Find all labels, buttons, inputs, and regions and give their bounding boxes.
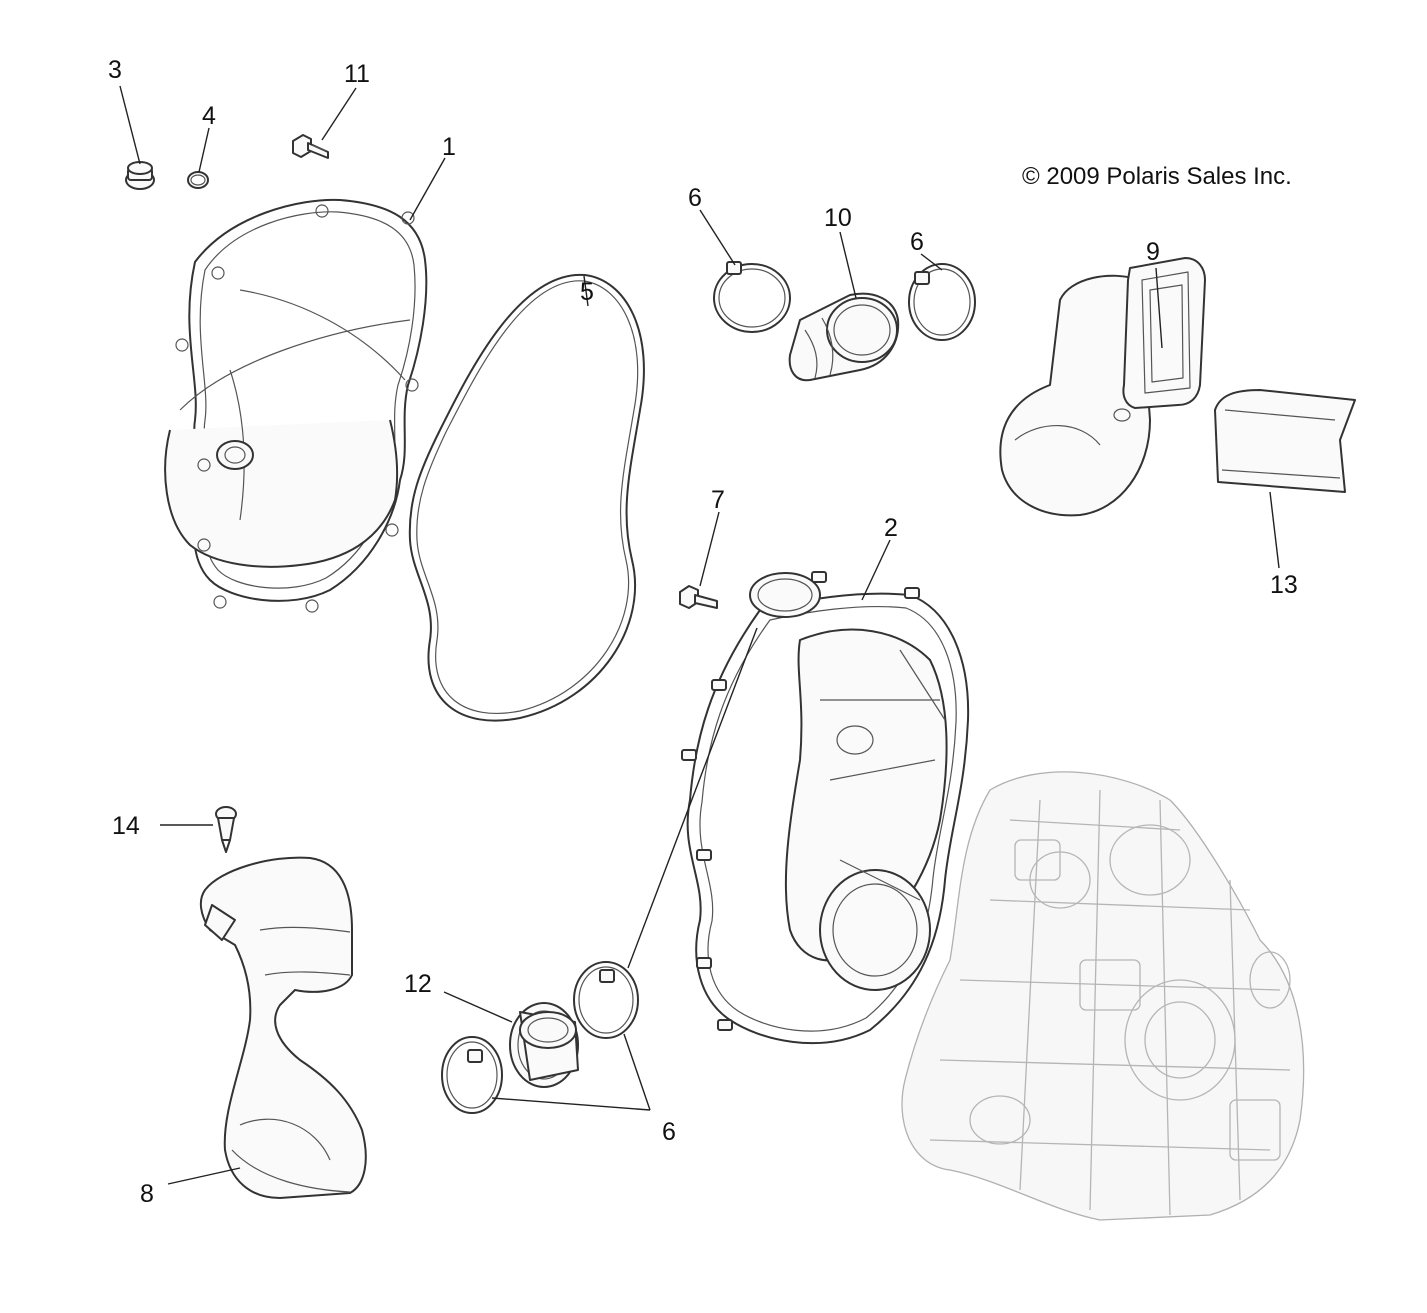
callout-2: 2 (884, 514, 898, 542)
callout-5: 5 (580, 278, 594, 306)
callout-8: 8 (140, 1180, 154, 1208)
part-6-clamp-upper-left (713, 261, 791, 333)
callout-10: 10 (824, 204, 852, 232)
part-9-intake-duct (999, 257, 1206, 517)
part-4-o-ring (187, 171, 209, 189)
part-10-duct-coupler (788, 292, 900, 382)
callout-14: 14 (112, 812, 140, 840)
callout-4: 4 (202, 102, 216, 130)
callout-6-lower: 6 (662, 1118, 676, 1146)
part-6-clamp-upper-right (908, 263, 976, 341)
callout-12: 12 (404, 970, 432, 998)
part-13-duct-cap (1214, 389, 1356, 493)
copyright-text: © 2009 Polaris Sales Inc. (1022, 163, 1292, 190)
callout-13: 13 (1270, 571, 1298, 599)
callout-11: 11 (344, 60, 370, 88)
callout-3: 3 (108, 56, 122, 84)
part-14-push-rivet (215, 806, 237, 853)
callout-1: 1 (442, 133, 456, 161)
part-6-clamp-lower-left (441, 1036, 503, 1114)
part-3-drain-plug (125, 161, 155, 190)
part-12-coupler-ring (509, 1002, 579, 1088)
callout-6-upper-left: 6 (688, 184, 702, 212)
callout-labels: 3 4 11 1 5 6 10 6 9 13 7 2 14 12 6 8 (108, 56, 1298, 1208)
part-6-clamp-lower-right (573, 961, 639, 1039)
callout-9: 9 (1146, 238, 1160, 266)
part-11-screw (292, 134, 329, 159)
callout-7: 7 (711, 486, 725, 514)
engine-reference-ghost (901, 771, 1305, 1221)
part-5-cover-seal (408, 273, 645, 722)
callout-6-upper-right: 6 (910, 228, 924, 256)
part-7-screw (679, 585, 718, 609)
part-1-outer-clutch-cover (164, 198, 428, 613)
leader-lines (119, 85, 1280, 1185)
part-2-inner-clutch-cover (681, 571, 970, 1045)
part-8-exhaust-duct (199, 856, 367, 1199)
